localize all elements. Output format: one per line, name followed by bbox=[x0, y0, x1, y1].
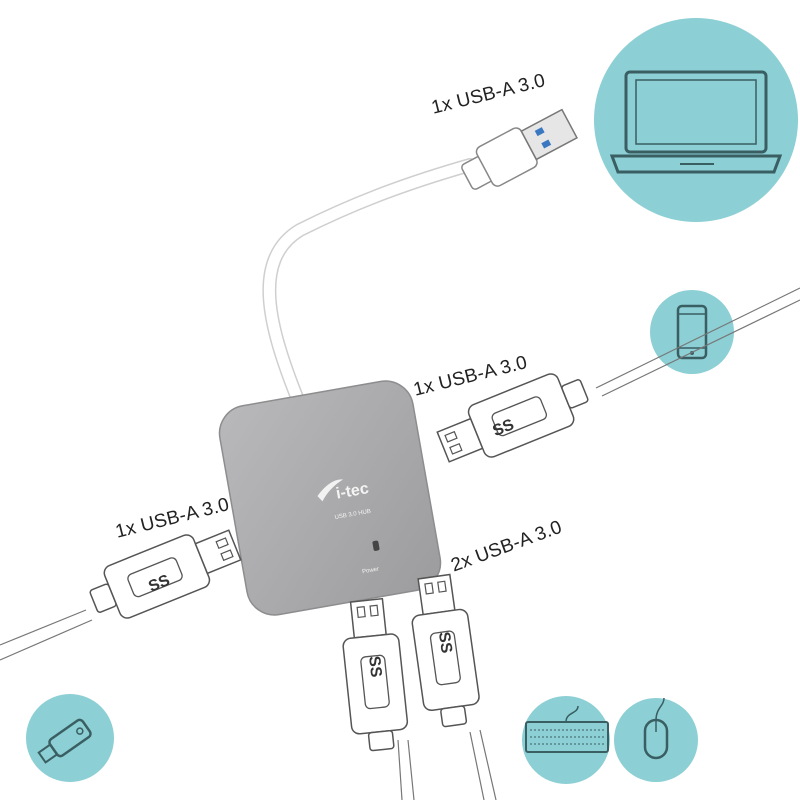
smartphone-icon bbox=[650, 290, 734, 374]
host-usb-connector bbox=[461, 108, 578, 190]
ss-logo-bottom-1: SS bbox=[365, 655, 384, 678]
right-usb-plug bbox=[436, 373, 589, 463]
bottom-usb-plug-1 bbox=[342, 597, 409, 752]
keyboard-icon bbox=[522, 696, 610, 784]
laptop-icon bbox=[594, 18, 798, 222]
usb-flash-drive-icon bbox=[26, 694, 114, 782]
mouse-icon bbox=[614, 697, 698, 782]
ss-logo-left: SS bbox=[146, 572, 172, 596]
ss-logo-bottom-2: SS bbox=[435, 631, 455, 655]
left-usb-plug bbox=[89, 529, 242, 619]
ss-logo-right: SS bbox=[490, 416, 516, 440]
usb-hub bbox=[218, 380, 442, 616]
hub-brand: i-tec bbox=[335, 480, 370, 502]
cables bbox=[0, 287, 800, 800]
host-cable bbox=[262, 158, 477, 407]
bottom-usb-plug-2 bbox=[411, 573, 480, 728]
hub-led-label: Power bbox=[362, 566, 380, 575]
